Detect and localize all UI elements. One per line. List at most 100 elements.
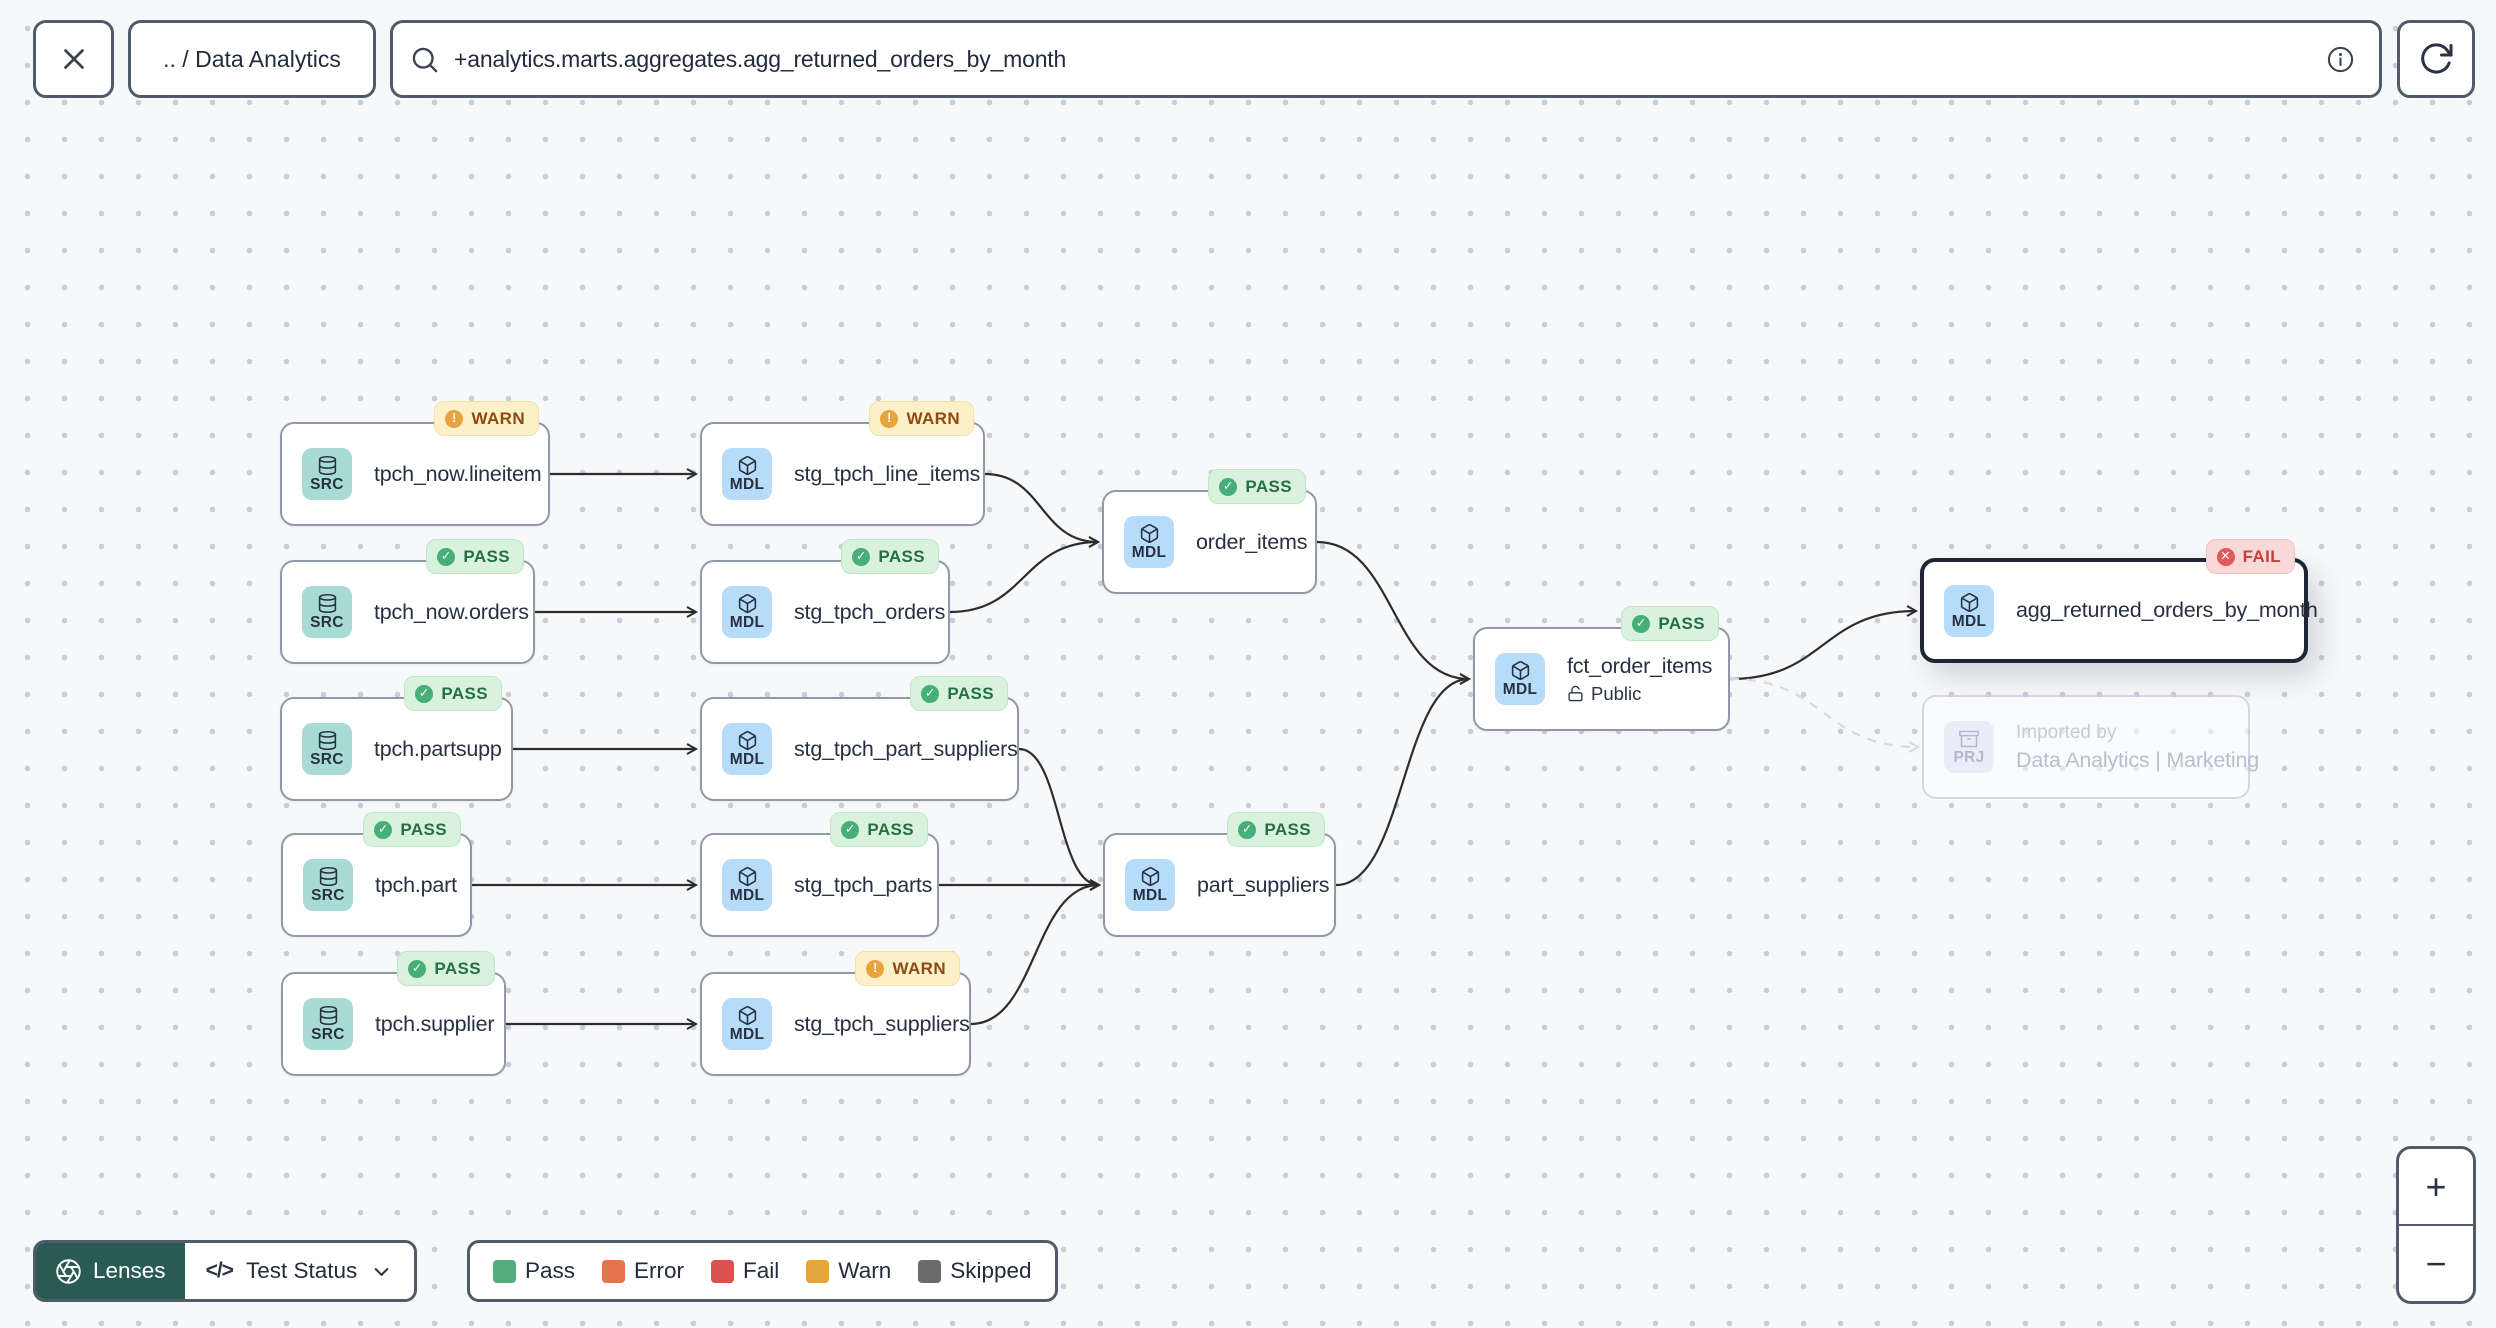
node-fct_order_items[interactable]: ✓PASS MDL fct_order_items Public xyxy=(1473,606,1730,731)
node-order_items[interactable]: ✓PASS MDL order_items xyxy=(1102,469,1317,594)
legend-label: Pass xyxy=(525,1258,576,1283)
node-tpch_now-orders[interactable]: ✓PASS SRC tpch_now.orders xyxy=(280,539,535,664)
visibility-label: Public xyxy=(1591,682,1642,704)
status-badge-pass: ✓PASS xyxy=(426,539,524,574)
model-kind-icon: MDL xyxy=(722,859,772,911)
database-icon xyxy=(319,866,337,887)
edge xyxy=(1335,673,1472,887)
model-kind-icon: MDL xyxy=(1125,859,1175,911)
check-icon: ✓ xyxy=(415,684,434,703)
edge xyxy=(949,536,1101,614)
refresh-arrow-icon xyxy=(2417,40,2455,78)
node-label: part_suppliers xyxy=(1197,872,1330,897)
imported-by-title: Imported by xyxy=(2016,721,2117,743)
node-stg_tpch_line_items[interactable]: !WARN MDL stg_tpch_line_items xyxy=(700,401,985,526)
node-tpch-partsupp[interactable]: ✓ PASS SRC tpch.partsupp xyxy=(280,676,513,801)
node-agg_returned_orders_by_month[interactable]: ✕FAIL MDL agg_returned_orders_by_month xyxy=(1920,539,2318,663)
legend-item-fail: Fail xyxy=(711,1258,779,1284)
legend-label: Skipped xyxy=(950,1258,1032,1283)
check-icon: ✓ xyxy=(841,820,860,839)
status-badge-label: PASS xyxy=(400,819,447,839)
kind-label: MDL xyxy=(729,751,765,768)
legend-item-skipped: Skipped xyxy=(918,1258,1032,1284)
warn-icon: ! xyxy=(866,959,885,978)
status-badge-pass: ✓PASS xyxy=(1621,606,1719,641)
fail-swatch xyxy=(711,1259,735,1283)
legend-label: Fail xyxy=(743,1258,780,1283)
database-icon xyxy=(319,1005,337,1026)
status-badge-pass: ✓PASS xyxy=(841,539,939,574)
kind-label: MDL xyxy=(1502,681,1538,698)
close-button[interactable] xyxy=(33,20,114,98)
status-badge-label: PASS xyxy=(947,683,994,703)
status-badge-warn: !WARN xyxy=(869,401,974,436)
status-badge-label: PASS xyxy=(1658,613,1705,633)
cube-icon xyxy=(738,593,756,614)
node-label: tpch.partsupp xyxy=(374,736,502,761)
status-badge-pass: ✓ PASS xyxy=(830,812,928,847)
status-badge-pass: ✓PASS xyxy=(1208,469,1306,504)
status-badge-label: WARN xyxy=(471,408,525,428)
lens-selector[interactable]: </> Test Status xyxy=(184,1243,415,1299)
node-stg_tpch_orders[interactable]: ✓PASS MDL stg_tpch_orders xyxy=(700,539,950,664)
check-icon: ✓ xyxy=(437,547,456,566)
legend-label: Warn xyxy=(838,1258,892,1283)
node-imported-by-project: PRJ Imported by Data Analytics | Marketi… xyxy=(1922,695,2259,799)
zoom-in-button[interactable]: + xyxy=(2425,1165,2447,1207)
cube-icon xyxy=(1141,866,1159,887)
node-stg_tpch_suppliers[interactable]: !WARN MDL stg_tpch_suppliers xyxy=(700,951,971,1076)
code-icon: </> xyxy=(205,1259,234,1282)
source-kind-icon: SRC xyxy=(302,448,352,500)
kind-label: SRC xyxy=(310,751,344,768)
cube-icon xyxy=(1140,523,1158,544)
cube-icon xyxy=(738,866,756,887)
unlock-icon xyxy=(1568,685,1583,702)
search-input[interactable] xyxy=(452,44,2326,74)
kind-label: SRC xyxy=(310,614,344,631)
status-badge-pass: ✓PASS xyxy=(910,676,1008,711)
cube-icon xyxy=(738,730,756,751)
status-badge-label: PASS xyxy=(434,958,481,978)
status-badge-pass: ✓ PASS xyxy=(404,676,502,711)
error-swatch xyxy=(602,1259,626,1283)
search-bar[interactable] xyxy=(390,20,2382,98)
zoom-out-button[interactable]: − xyxy=(2399,1224,2473,1301)
status-badge-pass: ✓PASS xyxy=(1227,812,1325,847)
check-icon: ✓ xyxy=(408,959,427,978)
node-stg_tpch_part_suppliers[interactable]: ✓PASS MDL stg_tpch_part_suppliers xyxy=(700,676,1019,801)
edge-cross-project xyxy=(1729,677,1921,753)
lenses-button[interactable]: Lenses xyxy=(36,1243,185,1299)
aperture-icon xyxy=(56,1258,81,1284)
node-tpch-supplier[interactable]: ✓PASS SRC tpch.supplier xyxy=(281,951,506,1076)
node-label: agg_returned_orders_by_month xyxy=(2016,598,2318,622)
status-badge-label: PASS xyxy=(878,546,925,566)
kind-label: SRC xyxy=(311,887,345,904)
edge xyxy=(1729,605,1919,681)
lens-control: Lenses </> Test Status xyxy=(33,1240,418,1302)
status-badge-fail: ✕FAIL xyxy=(2205,539,2295,574)
test-status-legend: Pass Error Fail Warn Skipped xyxy=(467,1240,1058,1302)
node-part_suppliers[interactable]: ✓PASS MDL part_suppliers xyxy=(1103,812,1336,937)
node-tpch-part[interactable]: ✓PASS SRC tpch.part xyxy=(281,812,472,937)
source-kind-icon: SRC xyxy=(302,723,352,775)
model-kind-icon: MDL xyxy=(722,448,772,500)
node-stg_tpch_parts[interactable]: ✓PASS MDL stg_tpch_parts xyxy=(700,812,939,937)
kind-label: MDL xyxy=(729,476,765,493)
status-badge-label: PASS xyxy=(1264,819,1311,839)
refresh-button[interactable] xyxy=(2397,20,2475,98)
info-icon[interactable] xyxy=(2326,45,2355,74)
status-badge-label: FAIL xyxy=(2242,546,2281,566)
status-badge-label: PASS xyxy=(441,683,488,703)
breadcrumb[interactable]: .. / Data Analytics xyxy=(128,20,376,98)
kind-label: MDL xyxy=(1951,612,1987,630)
check-icon: ✓ xyxy=(374,820,393,839)
node-label: tpch.supplier xyxy=(375,1011,495,1036)
status-badge-label: PASS xyxy=(867,819,914,839)
warn-icon: ! xyxy=(880,409,899,428)
node-tpch_now-lineitem[interactable]: !WARN SRC tpch_now.lineitem xyxy=(280,401,550,526)
node-label: stg_tpch_part_suppliers xyxy=(794,736,1018,761)
magnifier-icon xyxy=(412,47,438,72)
cube-icon xyxy=(738,1005,756,1026)
